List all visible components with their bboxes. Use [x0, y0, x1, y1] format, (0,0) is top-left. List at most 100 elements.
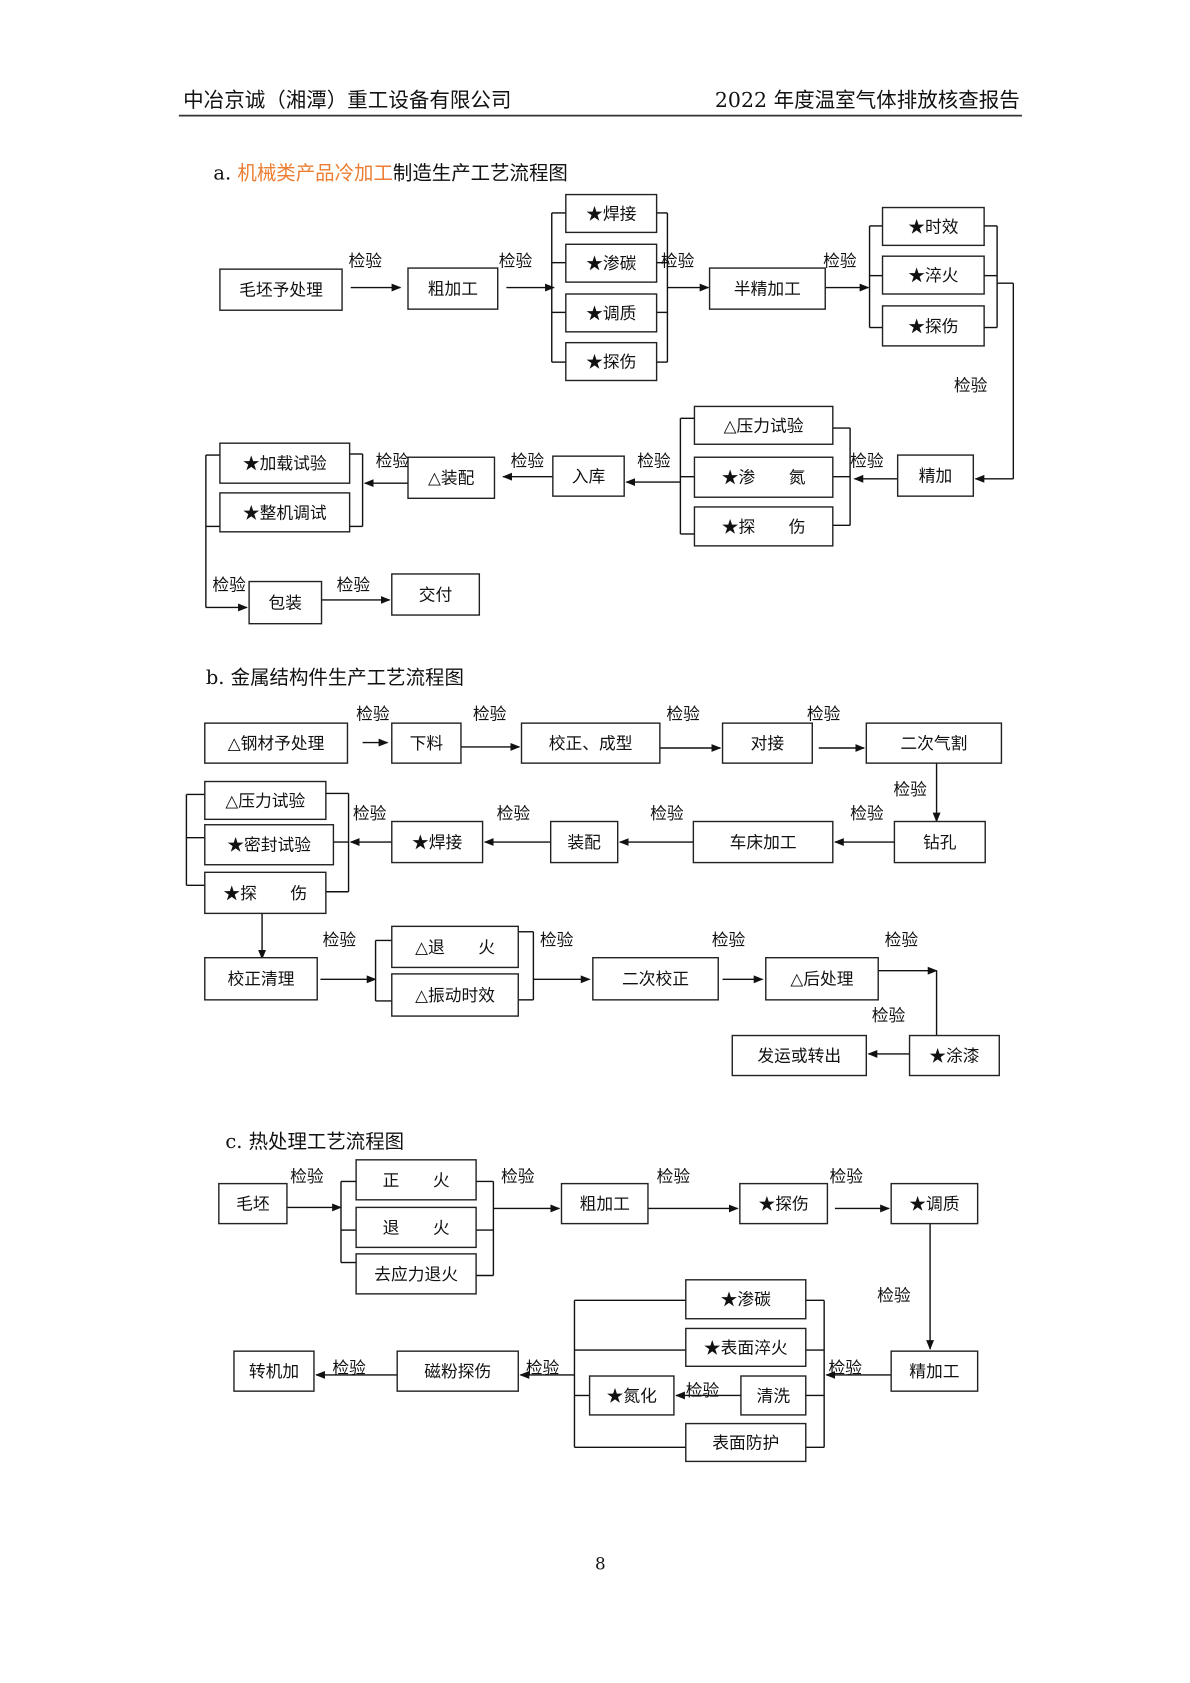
process-box-aging: [881, 206, 985, 247]
process-label-flaw: ★探伤: [758, 1194, 808, 1214]
process-label-mag: 磁粉探伤: [424, 1361, 491, 1381]
process-box-flaw: [739, 1182, 829, 1225]
inspection-label: 检验: [501, 1166, 535, 1186]
process-box-mag: [396, 1350, 519, 1392]
process-box-debug: [219, 492, 351, 533]
inspection-label: 检验: [893, 779, 927, 799]
inspection-label: 检验: [712, 929, 746, 949]
inspection-label: 检验: [686, 1380, 720, 1400]
inspection-label: 检验: [349, 250, 383, 270]
inspection-label: 检验: [473, 703, 507, 723]
process-box-assembly: [407, 456, 496, 500]
process-box-surf-quench: [685, 1327, 807, 1367]
process-box-anneal: [391, 925, 519, 969]
inspection-label: 检验: [499, 250, 533, 270]
process-box-paint: [908, 1034, 1000, 1077]
process-label-weld: ★焊接: [412, 832, 463, 852]
process-label-aging: ★时效: [908, 216, 959, 236]
process-label-steel-pretreat: △钢材予处理: [228, 733, 325, 753]
inspection-label: 检验: [877, 1285, 911, 1305]
inspection-label: 检验: [212, 575, 246, 595]
inspection-label: 检验: [497, 803, 531, 823]
process-label-nitride: ★氮化: [607, 1385, 658, 1405]
process-box-lathe: [692, 820, 834, 864]
process-label-carburize: ★渗碳: [586, 253, 637, 273]
process-box-surf-protect: [685, 1422, 807, 1463]
process-box-temper: [565, 293, 658, 333]
process-box-transfer: [233, 1350, 315, 1392]
process-box-correct-form: [520, 722, 661, 764]
inspection-label: 检验: [657, 1166, 691, 1186]
inspection-label: 检验: [830, 1166, 864, 1186]
process-box-assembly: [549, 820, 619, 864]
process-box-anneal: [355, 1206, 477, 1249]
process-label-carburize: ★渗碳: [721, 1289, 772, 1309]
process-box-semi-finish: [708, 267, 826, 310]
inspection-label: 检验: [954, 375, 988, 395]
process-box-flaw3: [693, 506, 834, 547]
process-box-temper: [890, 1182, 979, 1225]
process-label-second-correct: 二次校正: [622, 969, 689, 989]
process-label-semi-finish: 半精加工: [734, 279, 801, 299]
process-box-cutting: [391, 722, 462, 764]
process-label-anneal: 退 火: [383, 1217, 450, 1237]
section-c-title: c. 热处理工艺流程图: [225, 1130, 404, 1153]
process-label-rough: 粗加工: [580, 1194, 630, 1214]
inspection-label: 检验: [850, 803, 884, 823]
inspection-label: 检验: [650, 803, 684, 823]
process-label-anneal: △退 火: [415, 937, 495, 957]
inspection-label: 检验: [828, 1357, 862, 1377]
inspection-label: 检验: [540, 929, 574, 949]
process-box-weld: [565, 193, 658, 234]
process-label-stress: 去应力退火: [374, 1264, 458, 1284]
process-label-pack: 包装: [269, 593, 303, 613]
inspection-label: 检验: [823, 250, 857, 270]
section-a-title-rest: 制造生产工艺流程图: [393, 161, 568, 184]
section-a-title-highlight: 机械类产品冷加工: [237, 161, 393, 184]
process-label-pressure: △压力试验: [225, 790, 305, 810]
process-box-correct-clean: [204, 956, 318, 1001]
page-number: 8: [595, 1554, 606, 1574]
process-label-lathe: 车床加工: [730, 832, 797, 852]
process-box-nitride: [693, 456, 834, 498]
process-box-flaw: [204, 871, 327, 915]
process-label-seal: ★密封试验: [227, 835, 311, 855]
inspection-label: 检验: [356, 703, 390, 723]
process-label-drill: 钻孔: [923, 832, 957, 852]
process-label-quench: ★淬火: [908, 265, 959, 285]
inspection-label: 检验: [323, 929, 357, 949]
section-b-title: b. 金属结构件生产工艺流程图: [206, 666, 464, 689]
header-company: 中冶京诚（湘潭）重工设备有限公司: [183, 88, 511, 112]
process-label-load-test: ★加载试验: [243, 453, 327, 473]
process-label-normalize: 正 火: [383, 1170, 450, 1190]
process-box-rough: [407, 267, 499, 310]
process-box-carburize: [565, 243, 658, 283]
process-box-drill: [893, 820, 986, 864]
inspection-label: 检验: [637, 450, 671, 470]
process-label-temper: ★调质: [586, 303, 636, 323]
process-box-butt: [721, 722, 813, 764]
process-box-vibration: [391, 973, 519, 1017]
process-box-carburize: [685, 1279, 807, 1320]
process-box-gas-cut: [865, 722, 1003, 764]
inspection-label: 检验: [290, 1166, 324, 1186]
inspection-label: 检验: [850, 450, 884, 470]
inspection-label: 检验: [872, 1005, 906, 1025]
process-label-flaw: ★探 伤: [223, 883, 307, 903]
process-label-finish: 精加工: [909, 1361, 959, 1381]
process-label-surf-quench: ★表面淬火: [704, 1337, 788, 1357]
inspection-label: 检验: [885, 929, 919, 949]
process-box-pressure: [693, 405, 834, 445]
process-box-seal: [204, 824, 335, 866]
process-label-cutting: 下料: [410, 733, 444, 753]
process-label-deliver: 交付: [419, 584, 453, 604]
process-label-ship: 发运或转出: [757, 1045, 841, 1065]
process-label-butt: 对接: [751, 733, 785, 753]
process-box-nitride: [588, 1375, 675, 1416]
process-label-nitride: ★渗 氮: [722, 467, 806, 487]
process-label-assembly: △装配: [428, 468, 475, 488]
process-label-post: △后处理: [790, 969, 853, 989]
process-label-storage: 入库: [572, 466, 606, 486]
inspection-label: 检验: [526, 1357, 560, 1377]
process-label-temper: ★调质: [909, 1194, 959, 1214]
